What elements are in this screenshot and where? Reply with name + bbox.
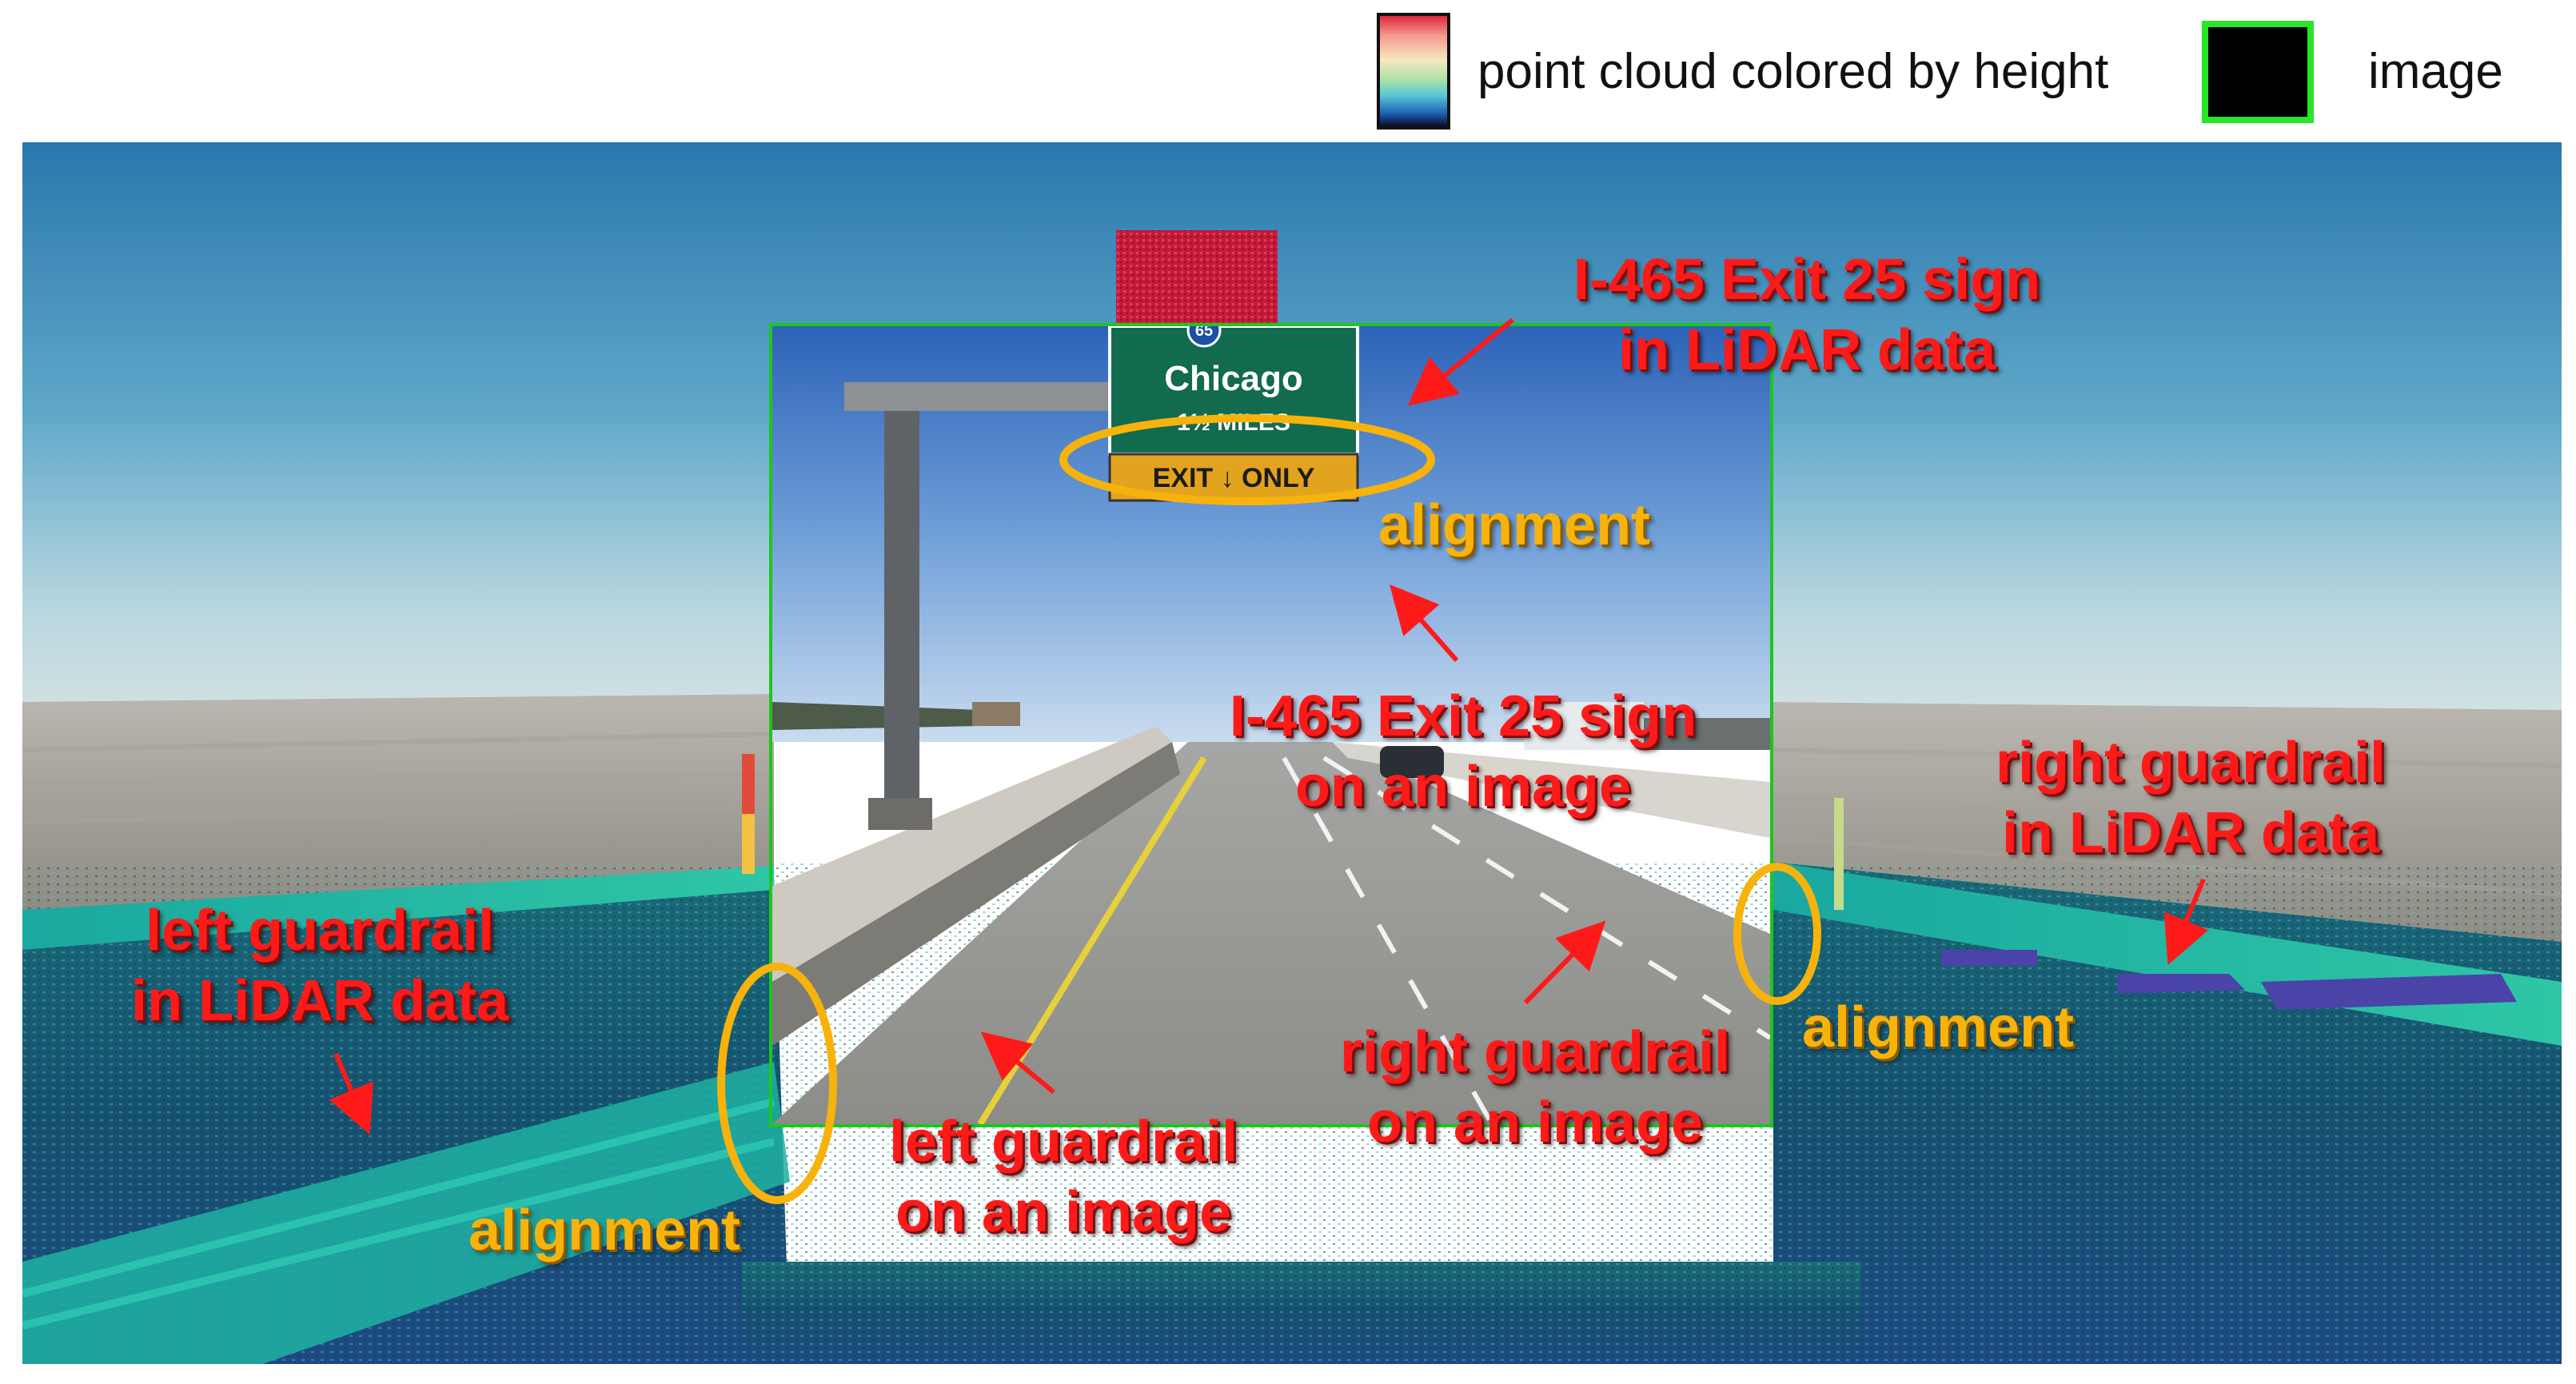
camera-image-inset: 65 Chicago 1½ MILES EXIT ↓ ONLY bbox=[769, 323, 1773, 1127]
alignment-label-right: alignment bbox=[1802, 995, 2075, 1059]
label-left-lidar-line2: in LiDAR data bbox=[130, 969, 508, 1033]
label-right-lidar-line1: right guardrail bbox=[1995, 731, 2387, 795]
alignment-label-sign: alignment bbox=[1378, 493, 1651, 557]
legend-cloud-label: point cloud colored by height bbox=[1477, 44, 2109, 99]
arrow-right-lidar bbox=[2163, 878, 2209, 966]
label-sign-lidar-line1: I-465 Exit 25 sign bbox=[1573, 248, 2041, 312]
left-guardrail-lidar-band bbox=[22, 1062, 790, 1364]
label-left-lidar: left guardrail in LiDAR data bbox=[96, 895, 544, 1036]
alignment-ellipse-right bbox=[1733, 863, 1821, 1005]
photo-road bbox=[772, 742, 1770, 1124]
height-colorbar-swatch bbox=[1377, 13, 1450, 130]
left-guardrail-lidar-top bbox=[22, 866, 774, 950]
label-right-image-line2: on an image bbox=[1366, 1091, 1704, 1155]
arrow-right-image bbox=[1523, 920, 1606, 1005]
interstate-shield-icon bbox=[1186, 326, 1222, 348]
label-left-image: left guardrail on an image bbox=[839, 1107, 1287, 1247]
photo-building bbox=[1524, 702, 1644, 750]
arrow-sign-image bbox=[1390, 584, 1459, 662]
right-purple-points bbox=[1941, 950, 2517, 1010]
photo-sign-pole bbox=[884, 398, 919, 814]
camera-image-svg: 65 Chicago 1½ MILES EXIT ↓ ONLY bbox=[772, 326, 1770, 1124]
label-sign-image: I-465 Exit 25 sign on an image bbox=[1183, 681, 1743, 822]
alignment-label-left: alignment bbox=[469, 1199, 741, 1262]
label-left-lidar-line1: left guardrail bbox=[145, 899, 495, 963]
label-right-image-line1: right guardrail bbox=[1339, 1020, 1731, 1084]
image-legend-swatch bbox=[2202, 21, 2314, 123]
arrow-sign-lidar bbox=[1407, 317, 1514, 406]
photo-car bbox=[1380, 746, 1444, 778]
label-right-image: right guardrail on an image bbox=[1303, 1017, 1767, 1158]
photo-exit-text: EXIT ↓ ONLY bbox=[1153, 463, 1315, 493]
label-sign-image-line1: I-465 Exit 25 sign bbox=[1229, 684, 1697, 748]
alignment-ellipse-left bbox=[717, 963, 837, 1204]
photo-green-sign bbox=[1108, 326, 1359, 456]
label-sign-lidar-line2: in LiDAR data bbox=[1617, 318, 1996, 382]
label-left-image-line1: left guardrail bbox=[888, 1110, 1238, 1174]
arrow-left-lidar bbox=[329, 1052, 373, 1135]
label-left-image-line2: on an image bbox=[895, 1180, 1232, 1244]
alignment-ellipse-sign bbox=[1059, 414, 1435, 505]
right-pole-lidar bbox=[1834, 798, 1844, 910]
label-sign-lidar: I-465 Exit 25 sign in LiDAR data bbox=[1527, 245, 2087, 385]
photo-truss bbox=[844, 382, 1116, 411]
photo-left-barrier bbox=[772, 742, 1180, 1046]
photo-left-barrier-top bbox=[772, 726, 1172, 982]
label-right-lidar: right guardrail in LiDAR data bbox=[1967, 728, 2415, 868]
label-sign-image-line2: on an image bbox=[1294, 755, 1632, 819]
photo-route-number: 65 bbox=[1195, 326, 1213, 340]
label-right-lidar-line2: in LiDAR data bbox=[2001, 801, 2379, 865]
arrow-left-image bbox=[980, 1031, 1055, 1095]
legend-image-label: image bbox=[2368, 44, 2503, 99]
photo-sign-destination: Chicago bbox=[1164, 359, 1303, 398]
